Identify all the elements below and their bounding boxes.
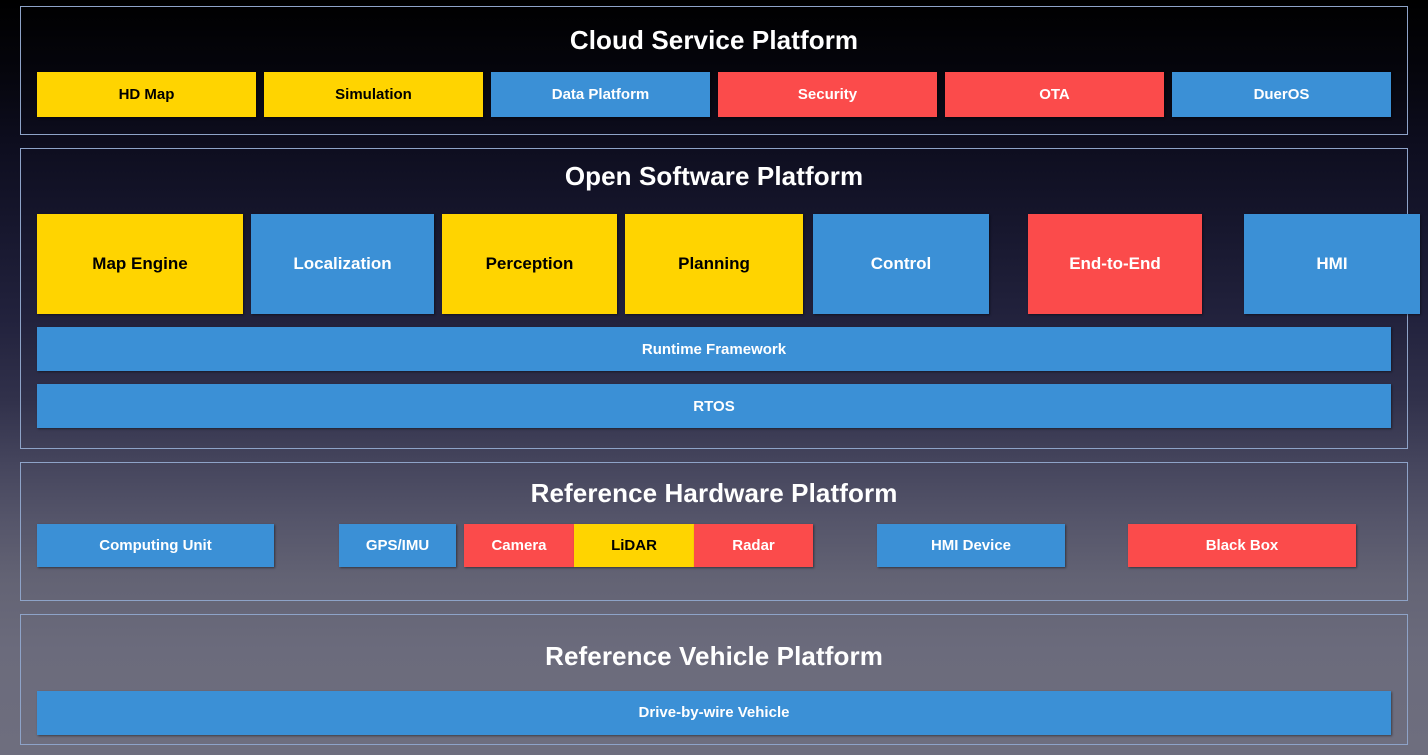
module-perception[interactable]: Perception — [442, 214, 617, 315]
module-black-box[interactable]: Black Box — [1128, 523, 1356, 567]
module-security[interactable]: Security — [718, 72, 937, 117]
module-data-platform[interactable]: Data Platform — [491, 72, 710, 117]
layer-reference-hardware-platform: Reference Hardware Platform Computing Un… — [20, 461, 1408, 601]
layer-title-reference-vehicle-platform: Reference Vehicle Platform — [545, 640, 883, 671]
module-simulation[interactable]: Simulation — [264, 72, 483, 117]
layer-cloud-service-platform: Cloud Service Platform HD Map Simulation… — [20, 6, 1408, 136]
module-control[interactable]: Control — [813, 214, 989, 315]
runtime-framework-row: Runtime Framework — [37, 327, 1391, 372]
layer-title-open-software-platform: Open Software Platform — [564, 161, 864, 192]
module-hmi-device[interactable]: HMI Device — [877, 523, 1065, 567]
layer-open-software-platform: Open Software Platform Map Engine Locali… — [20, 148, 1420, 449]
module-hd-map[interactable]: HD Map — [37, 72, 256, 117]
software-module-row: Map Engine Localization Perception Plann… — [37, 214, 1420, 315]
module-hmi[interactable]: HMI — [1244, 214, 1420, 315]
module-rtos[interactable]: RTOS — [37, 384, 1391, 429]
module-localization[interactable]: Localization — [251, 214, 434, 315]
module-ota[interactable]: OTA — [945, 72, 1164, 117]
module-drive-by-wire-vehicle[interactable]: Drive-by-wire Vehicle — [37, 690, 1391, 735]
module-gps-imu[interactable]: GPS/IMU — [339, 523, 456, 567]
layer-reference-vehicle-platform: Reference Vehicle Platform Drive-by-wire… — [20, 613, 1408, 745]
module-radar[interactable]: Radar — [694, 523, 813, 567]
module-map-engine[interactable]: Map Engine — [37, 214, 243, 315]
module-computing-unit[interactable]: Computing Unit — [37, 523, 274, 567]
layer-title-reference-hardware-platform: Reference Hardware Platform — [530, 477, 898, 508]
module-runtime-framework[interactable]: Runtime Framework — [37, 327, 1391, 372]
module-planning[interactable]: Planning — [625, 214, 803, 315]
module-camera[interactable]: Camera — [464, 523, 574, 567]
cloud-module-row: HD Map Simulation Data Platform Security… — [37, 72, 1391, 117]
rtos-row: RTOS — [37, 384, 1391, 429]
layer-title-cloud-service-platform: Cloud Service Platform — [569, 25, 859, 55]
module-lidar[interactable]: LiDAR — [574, 523, 694, 567]
hardware-module-row: Computing Unit GPS/IMU Camera LiDAR Rada… — [37, 523, 1391, 567]
module-end-to-end[interactable]: End-to-End — [1028, 214, 1202, 315]
vehicle-module-row: Drive-by-wire Vehicle — [37, 690, 1391, 735]
module-dueros[interactable]: DuerOS — [1172, 72, 1391, 117]
